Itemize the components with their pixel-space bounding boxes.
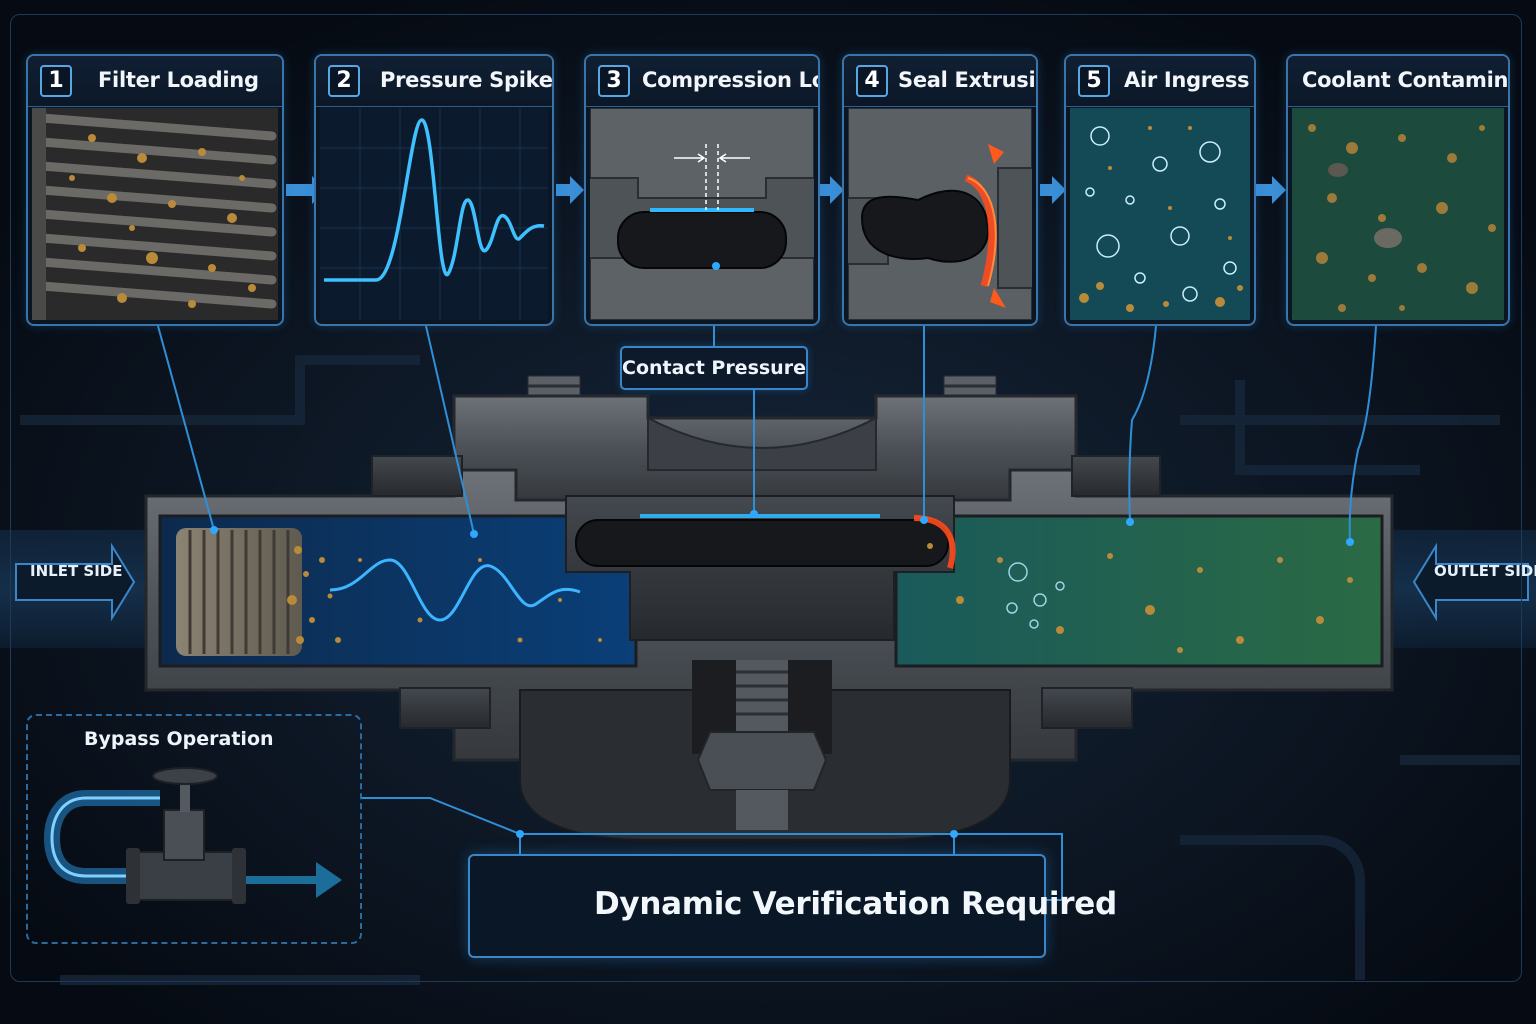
stage-number: 2 (328, 65, 360, 97)
filter-loading-illustration (32, 108, 278, 320)
o-ring-seal (575, 519, 949, 567)
stage-panel-pressure-spike: 2 Pressure Spike (314, 54, 554, 326)
seal-extrusion-illustration (848, 108, 1032, 320)
stage-title: Coolant Contamination (1302, 68, 1509, 92)
outlet-side-label: OUTLET SIDE (1434, 562, 1536, 580)
stage-panel-seal-extrusion: 4 Seal Extrusion (842, 54, 1038, 326)
stage-number: 5 (1078, 65, 1110, 97)
air-ingress-illustration (1070, 108, 1250, 320)
stage-title: Pressure Spike (380, 68, 553, 92)
bypass-operation-title: Bypass Operation (84, 728, 274, 750)
stage-title: Compression Loss (642, 68, 818, 92)
stage-panel-filter-loading: 1 Filter Loading (26, 54, 284, 326)
inlet-side-label: INLET SIDE (30, 562, 123, 580)
verification-banner (468, 854, 1046, 958)
stage-title: Seal Extrusion (898, 68, 1036, 92)
stage-number: 1 (40, 65, 72, 97)
stage-number: 3 (598, 65, 630, 97)
panel-header: 3 Compression Loss (586, 56, 818, 107)
panel-header: 1 Filter Loading (28, 56, 282, 107)
panel-header: Coolant Contamination (1288, 56, 1508, 107)
bottom-bolt (696, 660, 828, 830)
stage-panel-coolant-contamination: Coolant Contamination (1286, 54, 1510, 326)
panel-header: 5 Air Ingress (1066, 56, 1254, 107)
stage-panel-compression-loss: 3 Compression Loss (584, 54, 820, 326)
contact-pressure-tag: Contact Pressure (620, 346, 808, 390)
stage-title: Filter Loading (98, 68, 259, 92)
coolant-contamination-illustration (1292, 108, 1504, 320)
stage-panel-air-ingress: 5 Air Ingress (1064, 54, 1256, 326)
compression-loss-illustration (590, 108, 814, 320)
diagram-frame (10, 14, 1522, 982)
panel-header: 2 Pressure Spike (316, 56, 552, 107)
bypass-operation-box (26, 714, 362, 944)
panel-header: 4 Seal Extrusion (844, 56, 1036, 107)
valve-icon (43, 767, 342, 904)
filter-element (176, 528, 302, 656)
inlet-arrow-icon (15, 542, 136, 622)
pressure-spike-waveform (320, 108, 548, 320)
verification-text: Dynamic Verification Required (594, 886, 1117, 922)
stage-number: 4 (856, 65, 888, 97)
outlet-arrow-icon (1412, 542, 1529, 622)
stage-title: Air Ingress (1124, 68, 1250, 92)
